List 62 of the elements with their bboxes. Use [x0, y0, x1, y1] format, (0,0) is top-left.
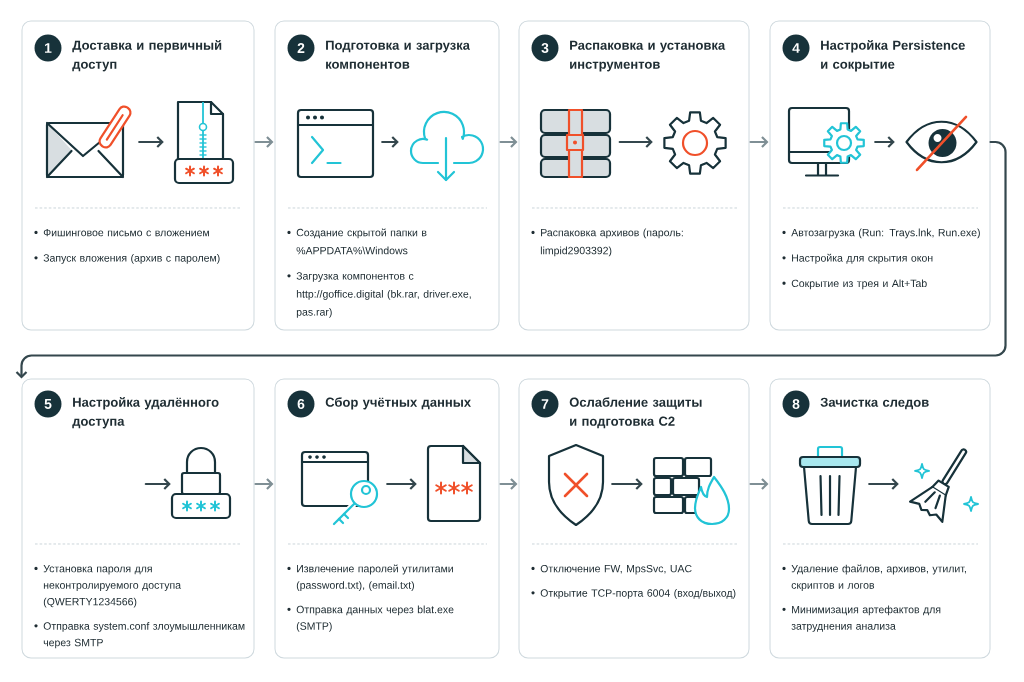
- arrow: [749, 478, 769, 490]
- gear-icon: [663, 111, 727, 175]
- bullet-item: Сокрытие из трея и Alt+Tab: [791, 279, 927, 290]
- bullet-item: Установка пароля для неконтролируемого доступа (QWERTY1234566): [43, 565, 182, 608]
- step-title: Сбор учётных данных: [325, 397, 471, 410]
- crossed-eye-icon: [905, 115, 978, 172]
- arrow: [386, 478, 417, 490]
- arrow: [499, 478, 518, 490]
- step-number: 6: [287, 390, 315, 418]
- step-number: 1: [34, 34, 62, 62]
- bullet-item: Фишинговое письмо с вложением: [43, 228, 209, 237]
- shield-icon: [547, 443, 605, 527]
- firewall-icon: [652, 456, 731, 526]
- bullet-item: Открытие TCP-порта 6004 (вход/выход): [540, 589, 736, 599]
- zip-file-icon: [173, 100, 235, 185]
- broom-icon: [908, 448, 979, 523]
- bullet-item: Настройка для скрытия окон: [792, 253, 933, 264]
- bullet-item: Отключение FW, MpsSvc, UAC: [540, 564, 692, 575]
- arrow: [254, 136, 274, 148]
- arrow: [874, 136, 895, 148]
- step-title: Доставка и первичный доступ: [72, 40, 222, 72]
- arrow: [749, 136, 769, 148]
- envelope-icon: [45, 105, 132, 179]
- arrow: [611, 478, 643, 490]
- arrow: [868, 478, 899, 490]
- bullet-item: Извлечение паролей утилитами (password.txt), (email.txt): [296, 564, 453, 591]
- browser-key-icon: [300, 450, 379, 527]
- arrow: [381, 136, 399, 148]
- bullet-item: Загрузка компонентов с http://goffice.digital (bk.rar, driver.exe, pas.rar): [296, 272, 471, 318]
- arrow: [618, 136, 653, 148]
- arrow: [15, 140, 1007, 379]
- step-number: 5: [34, 390, 62, 418]
- step-number: 3: [531, 34, 559, 62]
- bullet-item: Запуск вложения (архив с паролем): [43, 254, 220, 264]
- arrow: [499, 136, 518, 148]
- step-number: 2: [287, 34, 315, 62]
- arrow: [144, 478, 171, 490]
- bullet-item: Удаление файлов, архивов, утилит, скриптов и логов: [791, 564, 966, 591]
- arrow: [138, 136, 164, 148]
- bullet-item: Отправка system.conf злоумышленникам через SMTP: [43, 622, 245, 649]
- monitor-gear-icon: [787, 106, 865, 177]
- terminal-window-icon: [296, 108, 375, 179]
- trash-can-icon: [798, 445, 862, 526]
- arrow: [254, 478, 274, 490]
- step-title: Зачистка следов: [820, 397, 929, 410]
- step-title: Настройка удалённого доступа: [72, 397, 219, 429]
- bullet-item: Создание скрытой папки в %APPDATA%\Windows: [296, 228, 427, 255]
- step-title: Распаковка и установка инструментов: [570, 40, 726, 72]
- bullet-item: Распаковка архивов (пароль: limpid2903392): [540, 228, 683, 257]
- bullet-item: Отправка данных через blat.exe (SMTP): [296, 605, 454, 632]
- step-number: 7: [531, 390, 559, 418]
- step-title: Настройка Persistence и сокрытие: [821, 40, 965, 72]
- bullet-item: Автозагрузка (Run: Trays.lnk, Run.exe): [791, 228, 980, 239]
- step-title: Ослабление защиты и подготовка C2: [569, 397, 702, 429]
- cloud-download-icon: [409, 110, 485, 182]
- padlock-icon: [170, 446, 232, 520]
- archive-icon: [539, 108, 612, 179]
- step-title: Подготовка и загрузка компонентов: [326, 40, 470, 69]
- step-number: 4: [782, 34, 810, 62]
- step-number: 8: [782, 390, 810, 418]
- password-file-icon: [426, 444, 482, 523]
- bullet-item: Минимизация артефактов для затруднения анализа: [791, 605, 941, 632]
